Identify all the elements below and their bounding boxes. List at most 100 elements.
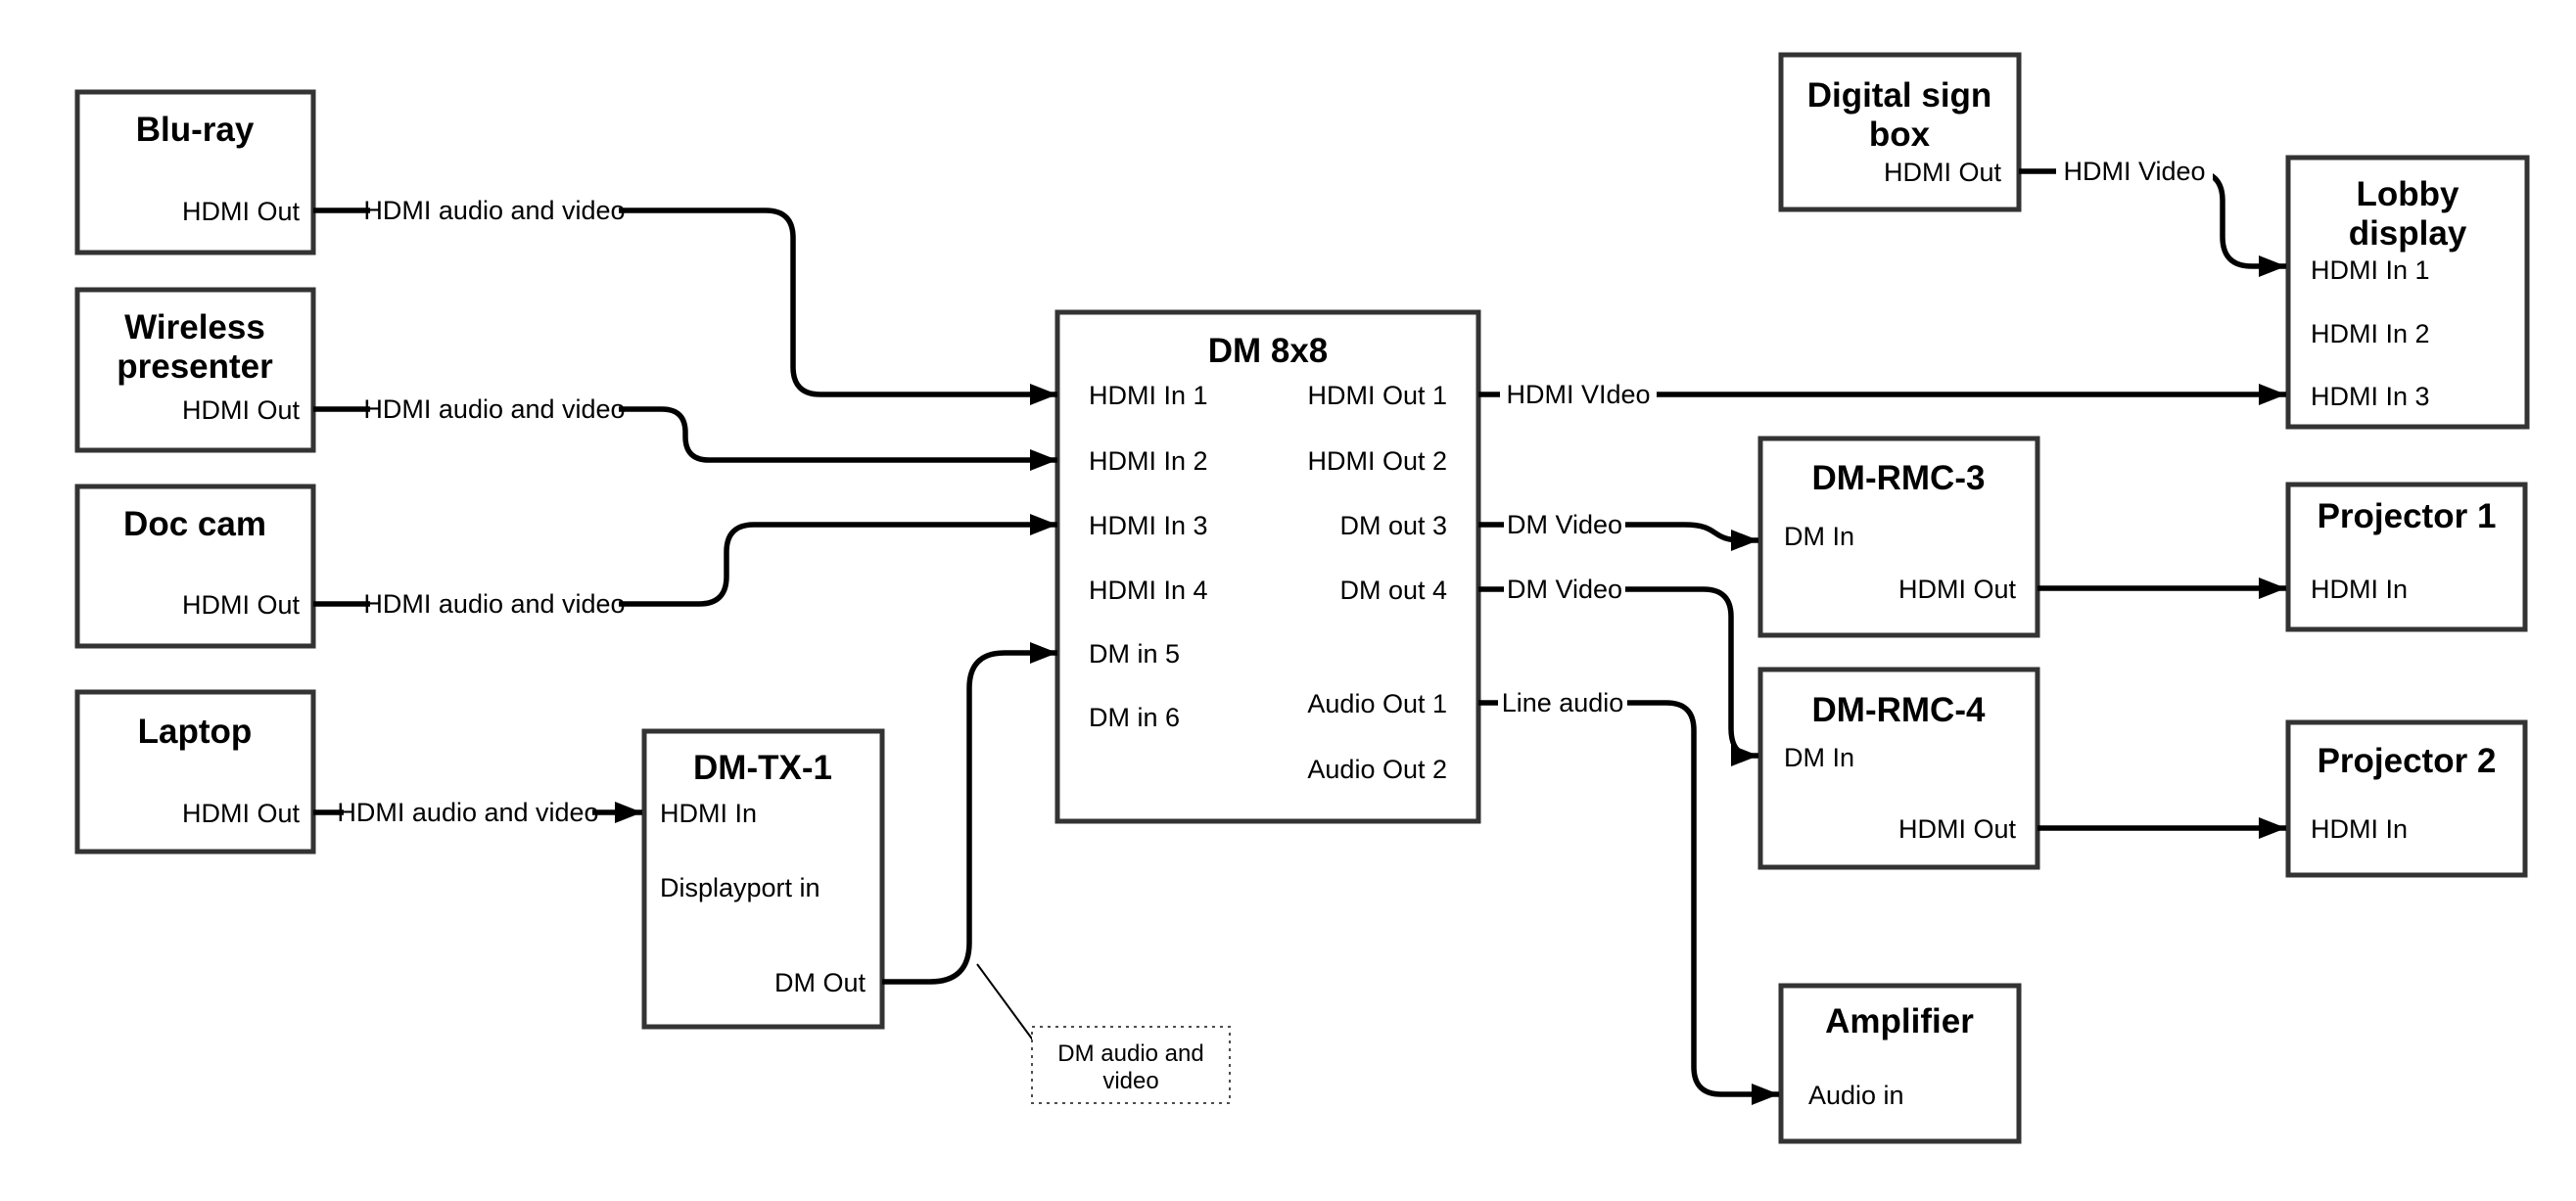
edge-label-hdmi-video-out1: HDMI VIdeo: [1500, 373, 1657, 416]
lobby-display-port-hdmi-in-1: HDMI In 1: [2311, 255, 2430, 285]
dm-8x8-port-hdmi-in-4: HDMI In 4: [1089, 576, 1208, 605]
note-dm-audio-and-video: DM audio and video: [1031, 1026, 1231, 1104]
projector-2-box: [2285, 719, 2528, 878]
edge-dm8x8-out4-to-rmc4: [1478, 586, 1758, 766]
projector-2-port-hdmi-in: HDMI In: [2311, 814, 2408, 844]
dm-8x8-port-dm-out-4: DM out 4: [1339, 576, 1447, 605]
dm-8x8-port-hdmi-in-1: HDMI In 1: [1089, 381, 1208, 410]
edge-label-hdmi-video-out1-bg: [1500, 373, 1657, 416]
edge-label-dm-video-out4-text: DM Video: [1507, 575, 1622, 604]
doc-cam-box: [74, 484, 316, 649]
dm-tx-1-port-hdmi-in: HDMI In: [660, 799, 757, 828]
dm-8x8-box: [1054, 309, 1481, 824]
edge-label-doccam-text: HDMI audio and video: [363, 589, 625, 619]
node-dm-rmc-4: DM-RMC-4 DM In HDMI Out: [1757, 667, 2040, 870]
edge-label-bluray-bg: [370, 189, 619, 232]
edge-wireless-to-dm8x8-in2: [313, 406, 1057, 471]
node-projector-1: Projector 1 HDMI In: [2285, 482, 2528, 632]
laptop-title: Laptop: [138, 713, 253, 751]
projector-1-port-hdmi-in: HDMI In: [2311, 575, 2408, 604]
edge-label-laptop: HDMI audio and video: [337, 791, 599, 834]
dm-tx-1-port-displayport-in: Displayport in: [660, 873, 820, 902]
edge-label-hdmi-video-digitalsign-bg: [2056, 150, 2213, 193]
edge-label-bluray: HDMI audio and video: [363, 189, 626, 232]
edge-label-laptop-bg: [344, 791, 592, 834]
dm-8x8-title: DM 8x8: [1208, 332, 1329, 370]
node-digital-sign-box: Digital sign box HDMI Out: [1778, 52, 2022, 212]
laptop-box: [74, 689, 316, 855]
dm-8x8-port-dm-out-3: DM out 3: [1339, 511, 1447, 540]
lobby-display-port-hdmi-in-2: HDMI In 2: [2311, 319, 2430, 348]
dm-8x8-port-hdmi-out-1: HDMI Out 1: [1307, 381, 1447, 410]
bluray-title: Blu-ray: [136, 111, 255, 149]
lobby-display-box: [2285, 155, 2530, 430]
edge-dm8x8-audio1-to-amplifier: [1478, 700, 1779, 1105]
projector-1-box: [2285, 482, 2528, 632]
dm-tx-1-title: DM-TX-1: [693, 749, 832, 787]
amplifier-port-audio-in: Audio in: [1808, 1081, 1904, 1110]
edge-label-dm-video-out3-text: DM Video: [1507, 510, 1622, 539]
edge-bluray-to-dm8x8-in1: [313, 208, 1057, 405]
edge-label-doccam-bg: [370, 582, 619, 625]
dm-8x8-port-dm-in-5: DM in 5: [1089, 639, 1180, 669]
dm-8x8-port-hdmi-out-2: HDMI Out 2: [1307, 446, 1447, 476]
dm-rmc-3-title: DM-RMC-3: [1812, 459, 1986, 497]
edge-label-wireless-bg: [370, 388, 619, 431]
node-doc-cam: Doc cam HDMI Out: [74, 484, 316, 649]
note-callout-line: [976, 963, 1035, 1042]
edge-label-dm-video-out4-bg: [1504, 568, 1625, 611]
doc-cam-title: Doc cam: [123, 505, 266, 543]
node-dm-tx-1: DM-TX-1 HDMI In Displayport in DM Out: [641, 728, 885, 1030]
digital-sign-title-line2: box: [1869, 115, 1931, 154]
node-dm-8x8: DM 8x8 HDMI In 1 HDMI In 2 HDMI In 3 HDM…: [1054, 309, 1481, 824]
wireless-presenter-title-line1: Wireless: [124, 308, 265, 346]
digital-sign-title-line1: Digital sign: [1807, 76, 1992, 115]
dm-8x8-port-audio-out-1: Audio Out 1: [1307, 689, 1447, 718]
bluray-port-hdmi-out: HDMI Out: [182, 197, 301, 226]
dm-8x8-port-audio-out-2: Audio Out 2: [1307, 755, 1447, 784]
edge-label-hdmi-video-digitalsign: HDMI Video: [2056, 150, 2213, 193]
note-text-line2: video: [1102, 1068, 1158, 1094]
wireless-presenter-port-hdmi-out: HDMI Out: [182, 395, 301, 425]
bluray-box: [74, 89, 316, 255]
wireless-presenter-title-line2: presenter: [117, 347, 273, 386]
node-dm-rmc-3: DM-RMC-3 DM In HDMI Out: [1757, 436, 2040, 638]
edge-label-line-audio-bg: [1498, 681, 1627, 724]
dm-8x8-port-dm-in-6: DM in 6: [1089, 703, 1180, 732]
edge-dmtx1-to-dm8x8-in5: [882, 642, 1057, 985]
edge-label-doccam: HDMI audio and video: [363, 582, 626, 625]
edge-label-dm-video-out4: DM Video: [1504, 568, 1625, 611]
node-projector-2: Projector 2 HDMI In: [2285, 719, 2528, 878]
amplifier-box: [1778, 983, 2022, 1144]
node-laptop: Laptop HDMI Out: [74, 689, 316, 855]
doc-cam-port-hdmi-out: HDMI Out: [182, 590, 301, 620]
edge-dm8x8-out3-to-rmc3: [1478, 522, 1758, 551]
laptop-port-hdmi-out: HDMI Out: [182, 799, 301, 828]
edge-label-dm-video-out3-bg: [1504, 503, 1625, 546]
edge-label-wireless-text: HDMI audio and video: [363, 394, 625, 424]
edge-label-dm-video-out3: DM Video: [1504, 503, 1625, 546]
dm-rmc-4-port-dm-in: DM In: [1784, 743, 1854, 772]
wireless-presenter-box: [74, 287, 316, 453]
amplifier-title: Amplifier: [1825, 1002, 1974, 1040]
dm-rmc-3-box: [1757, 436, 2040, 638]
dm-8x8-port-hdmi-in-2: HDMI In 2: [1089, 446, 1208, 476]
lobby-display-port-hdmi-in-3: HDMI In 3: [2311, 382, 2430, 411]
projector-2-title: Projector 2: [2318, 742, 2497, 780]
dm-rmc-4-box: [1757, 667, 2040, 870]
dm-rmc-4-title: DM-RMC-4: [1812, 691, 1986, 729]
dm-tx-1-box: [641, 728, 885, 1030]
node-wireless-presenter: Wireless presenter HDMI Out: [74, 287, 316, 453]
digital-sign-box: [1778, 52, 2022, 212]
digital-sign-port-hdmi-out: HDMI Out: [1884, 158, 2002, 187]
edge-label-line-audio: Line audio: [1498, 681, 1627, 724]
edge-label-laptop-text: HDMI audio and video: [337, 798, 598, 827]
dm-rmc-3-port-hdmi-out: HDMI Out: [1898, 575, 2017, 604]
lobby-display-title-line1: Lobby: [2357, 175, 2460, 213]
lobby-display-title-line2: display: [2349, 214, 2467, 253]
node-bluray: Blu-ray HDMI Out: [74, 89, 316, 255]
dm-8x8-port-hdmi-in-3: HDMI In 3: [1089, 511, 1208, 540]
edge-doccam-to-dm8x8-in3: [313, 514, 1057, 607]
